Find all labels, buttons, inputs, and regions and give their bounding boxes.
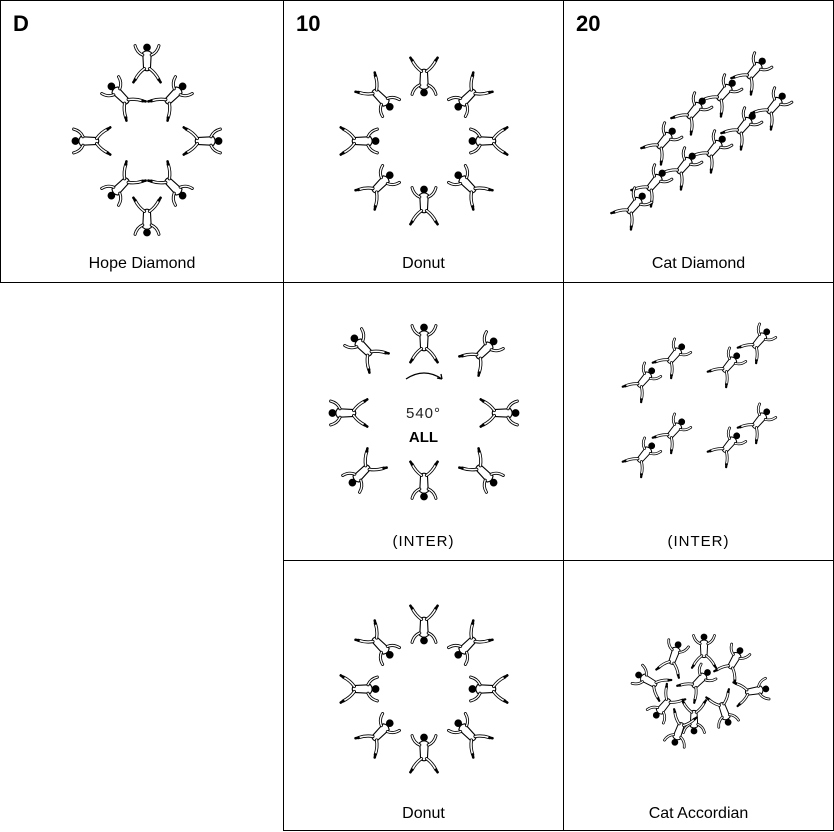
skydiver-icon [736,400,780,445]
skydiver-icon [353,709,404,760]
skydiver-icon [609,183,656,232]
cell-inter-row2-10: 540° ALL (INTER) [283,282,564,561]
skydiver-icon [339,673,382,705]
skydiver-icon [690,632,718,670]
skydiver-icon [457,446,508,497]
skydiver-icon [444,161,495,212]
donut-formation-2 [339,604,509,774]
cat-accordian-formation [628,632,773,751]
caption-donut-row1: Donut [402,255,445,272]
skydiver-icon [732,675,773,708]
skydiver-icon [408,183,440,226]
skydiver-icon [651,335,695,380]
skydiver-icon [680,698,708,736]
skydiver-icon [639,118,686,167]
skydiver-icon [712,640,754,685]
hope-diamond-formation [69,41,225,239]
skydiver-icon [97,159,148,210]
skydiver-icon [408,731,440,774]
skydiver-icon [466,125,509,157]
cell-donut-row1: 10 Donut [283,0,564,283]
cell-cat-accordian: Cat Accordian [563,560,834,831]
skydiver-icon [457,327,508,378]
caption-hope-diamond: Hope Diamond [88,255,196,272]
inter-pods-formation [621,320,780,479]
skydiver-icon [408,460,440,503]
skydiver-icon [621,359,665,404]
skydiver-icon [651,410,695,455]
inter-ring-formation [326,321,522,503]
skydiver-icon [706,344,750,389]
header-20: 20 [576,11,601,36]
skydiver-icon [97,72,148,123]
skydiver-icon [131,196,163,239]
skydiver-icon [353,618,404,669]
turn-all: ALL [408,429,439,446]
skydiver-icon [340,324,391,375]
skydiver-icon [706,424,750,469]
skydiver-icon [69,125,112,157]
skydiver-icon [182,125,225,157]
skydiver-icon [466,673,509,705]
caption-cat-diamond: Cat Diamond [651,255,746,272]
header-d: D [13,11,29,36]
skydiver-icon [621,434,665,479]
skydiver-icon [146,159,197,210]
cell-donut-row3: Donut [283,560,564,831]
skydiver-icon [659,143,706,192]
skydiver-icon [736,320,780,365]
caption-cat-accordian: Cat Accordian [648,805,749,822]
donut-formation-1 [339,56,509,226]
skydiver-icon [146,72,197,123]
skydiver-icon [444,618,495,669]
header-10: 10 [296,11,321,36]
skydiver-icon [353,161,404,212]
skydiver-icon [689,126,736,175]
skydiver-icon [675,660,720,705]
skydiver-icon [408,604,440,647]
skydiver-icon [353,70,404,121]
skydiver-icon [338,446,389,497]
skydiver-icon [339,125,382,157]
skydiver-icon [444,70,495,121]
turn-arrow-icon [405,372,443,380]
caption-donut-row3: Donut [402,805,445,822]
skydiver-icon [643,682,687,727]
caption-inter-20: (INTER) [667,533,730,550]
skydiver-icon [704,687,742,731]
skydiver-icon [408,321,440,364]
caption-inter-10: (INTER) [392,533,455,550]
cell-hope-diamond: D Hope Diamond [0,0,284,283]
skydiver-icon [654,636,692,680]
cell-inter-row2-20: (INTER) [563,282,834,561]
skydiver-icon [729,48,776,97]
skydiver-icon [408,56,440,99]
skydiver-icon [444,709,495,760]
turn-degrees: 540° [405,405,442,422]
cell-cat-diamond: 20 Cat Diamond [563,0,834,283]
cat-diamond-formation [609,48,796,232]
skydiver-icon [131,41,163,84]
